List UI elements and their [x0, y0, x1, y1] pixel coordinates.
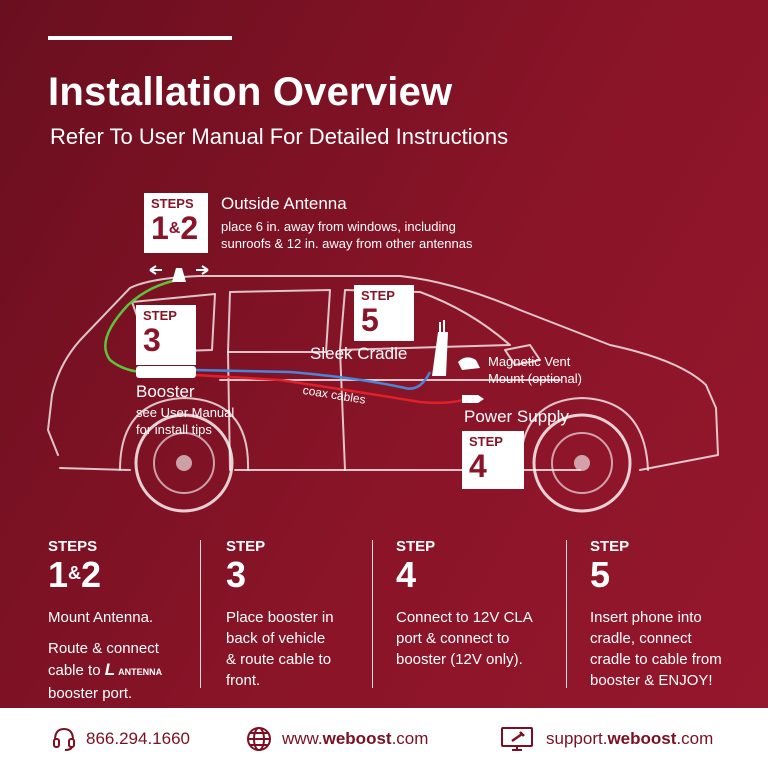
globe-icon: [247, 727, 271, 751]
step-divider: [372, 540, 373, 688]
support-link[interactable]: support.weboost.com: [500, 726, 713, 752]
antenna-cable: [104, 278, 179, 374]
car-mirror: [504, 344, 541, 366]
website-text: www.weboost.com: [282, 729, 429, 748]
step-divider: [200, 540, 201, 688]
car-window-front: [339, 289, 511, 351]
magnetic-vent-label-2: Mount (optional): [488, 371, 582, 386]
car-front-arch: [519, 397, 649, 471]
step-divider: [566, 540, 567, 688]
power-supply-label: Power Supply: [464, 407, 569, 426]
car-rear-arch: [119, 397, 250, 471]
headset-icon: [53, 727, 75, 751]
car-diagram: [104, 265, 649, 513]
step-3-box: STEP 3: [136, 305, 196, 365]
outside-antenna-note-2: sunroofs & 12 in. away from other antenn…: [221, 236, 473, 251]
website-link[interactable]: www.weboost.com: [246, 726, 428, 752]
step-5-box: STEP 5: [354, 285, 414, 341]
booster-note-1: see User Manual: [136, 405, 235, 420]
footer-bar: 866.294.1660 www.weboost.com support.web…: [0, 708, 768, 768]
phone-cradle-icon: [432, 320, 448, 376]
magnetic-vent-label-1: Magnetic Vent: [488, 354, 571, 369]
steps-1-2-box: STEPS 1&2: [144, 193, 208, 253]
booster-title: Booster: [136, 382, 195, 401]
antenna-port-word: ANTENNA: [118, 667, 163, 677]
support-monitor-icon: [501, 727, 533, 751]
front-wheel: [532, 413, 632, 513]
vent-mount-icon: [458, 357, 480, 370]
rear-wheel: [134, 413, 234, 513]
coax-cable-blue: [194, 368, 432, 390]
page-subtitle: Refer To User Manual For Detailed Instru…: [50, 124, 509, 149]
phone-contact[interactable]: 866.294.1660: [52, 726, 190, 752]
car-window-middle: [227, 289, 331, 353]
step-4-box: STEP 4: [462, 431, 524, 489]
booster-note-2: for install tips: [136, 422, 212, 437]
sleek-cradle-label: Sleek Cradle: [310, 344, 408, 363]
header-accent-bar: [48, 36, 232, 40]
support-text: support.weboost.com: [546, 729, 714, 748]
power-plug-icon: [462, 395, 484, 403]
outside-antenna-note-1: place 6 in. away from windows, including: [221, 219, 456, 234]
booster-unit: [136, 366, 196, 378]
page-title: Installation Overview: [48, 70, 453, 114]
outside-antenna-title: Outside Antenna: [221, 194, 347, 213]
step-1-2-instructions: STEPS 1&2 Mount Antenna. Route & connect…: [48, 538, 163, 702]
phone-number: 866.294.1660: [86, 729, 190, 748]
power-cable-red: [194, 373, 471, 405]
antenna-port-glyph: L: [104, 660, 116, 679]
antenna-icon: [149, 265, 209, 282]
